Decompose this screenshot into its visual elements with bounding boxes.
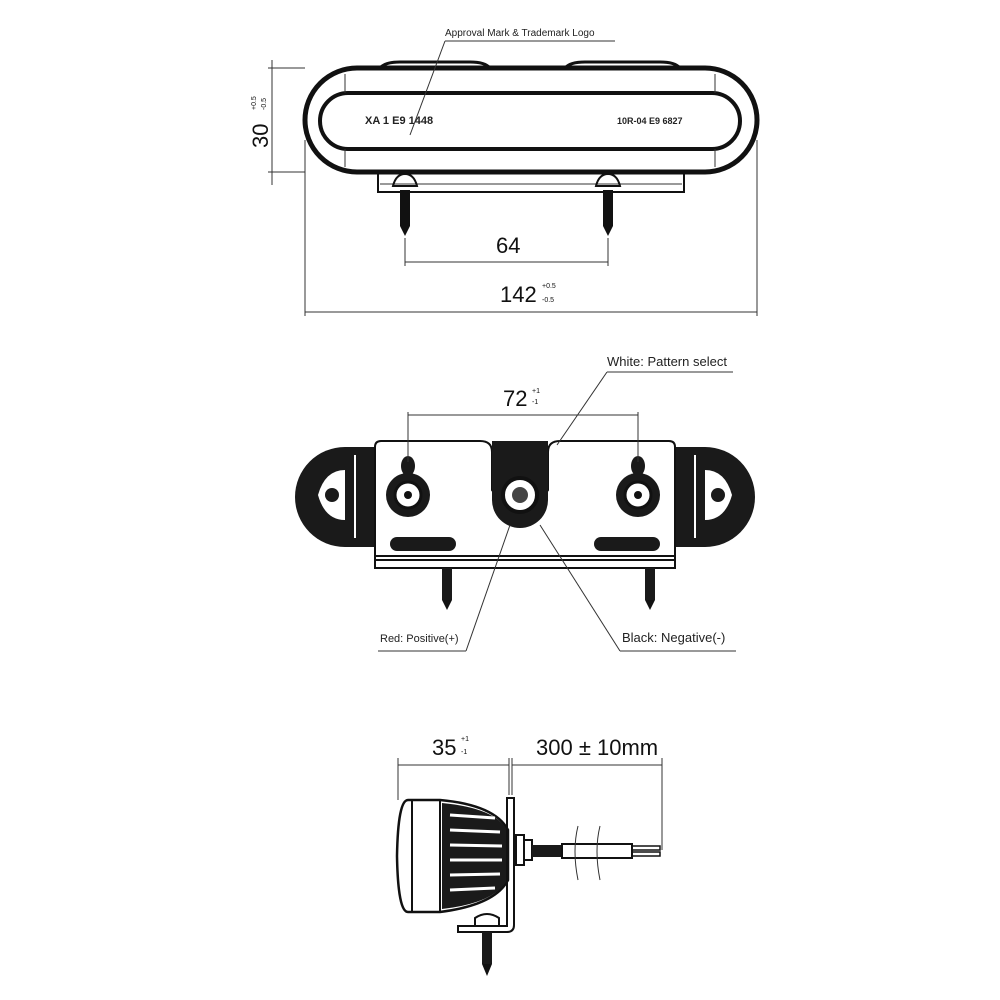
screw-left <box>391 172 419 236</box>
keyhole-left <box>386 456 430 517</box>
approval-mark-callout: Approval Mark & Trademark Logo <box>445 28 595 39</box>
hole-tolerance-minus: -1 <box>532 399 538 406</box>
rear-view: 72 +1 -1 White: Pattern select Red: Posi… <box>295 354 755 652</box>
cable-length-dimension: 300 ± 10mm <box>536 735 658 760</box>
mounting-bracket <box>377 171 685 193</box>
keyhole-right <box>616 456 660 517</box>
width-tolerance-plus: +0.5 <box>542 283 556 290</box>
width-dimension: 142 <box>500 282 537 307</box>
screw-spacing-dimension: 64 <box>496 233 520 258</box>
top-view: XA 1 E9 1448 10R-04 E9 6827 Approval Mar… <box>248 28 760 316</box>
width-tolerance-minus: -0.5 <box>542 297 554 304</box>
screw-right <box>594 172 622 236</box>
red-wire-callout: Red: Positive(+) <box>380 633 459 645</box>
hole-spacing-dimension: 72 <box>503 386 527 411</box>
depth-dimension: 35 <box>432 735 456 760</box>
side-view: 35 +1 -1 300 ± 10mm <box>395 735 663 976</box>
black-wire-callout: Black: Negative(-) <box>622 630 725 645</box>
side-bracket <box>457 797 515 933</box>
right-end-cap <box>675 447 755 547</box>
hole-tolerance-plus: +1 <box>532 388 540 395</box>
depth-tolerance-plus: +1 <box>461 736 469 743</box>
left-end-cap <box>295 447 375 547</box>
marking-left: XA 1 E9 1448 <box>365 115 433 127</box>
height-tolerance-plus: +0.5 <box>251 96 258 110</box>
lamp-lens <box>318 91 742 151</box>
lamp-body <box>395 798 510 914</box>
depth-tolerance-minus: -1 <box>461 749 467 756</box>
white-wire-callout: White: Pattern select <box>607 354 727 369</box>
slot-right <box>594 537 660 551</box>
side-screw <box>482 932 492 964</box>
marking-right: 10R-04 E9 6827 <box>617 116 683 126</box>
slot-left <box>390 537 456 551</box>
cable-gland <box>532 845 562 857</box>
height-dimension: 30 <box>248 124 273 148</box>
height-tolerance-minus: -0.5 <box>261 98 268 110</box>
